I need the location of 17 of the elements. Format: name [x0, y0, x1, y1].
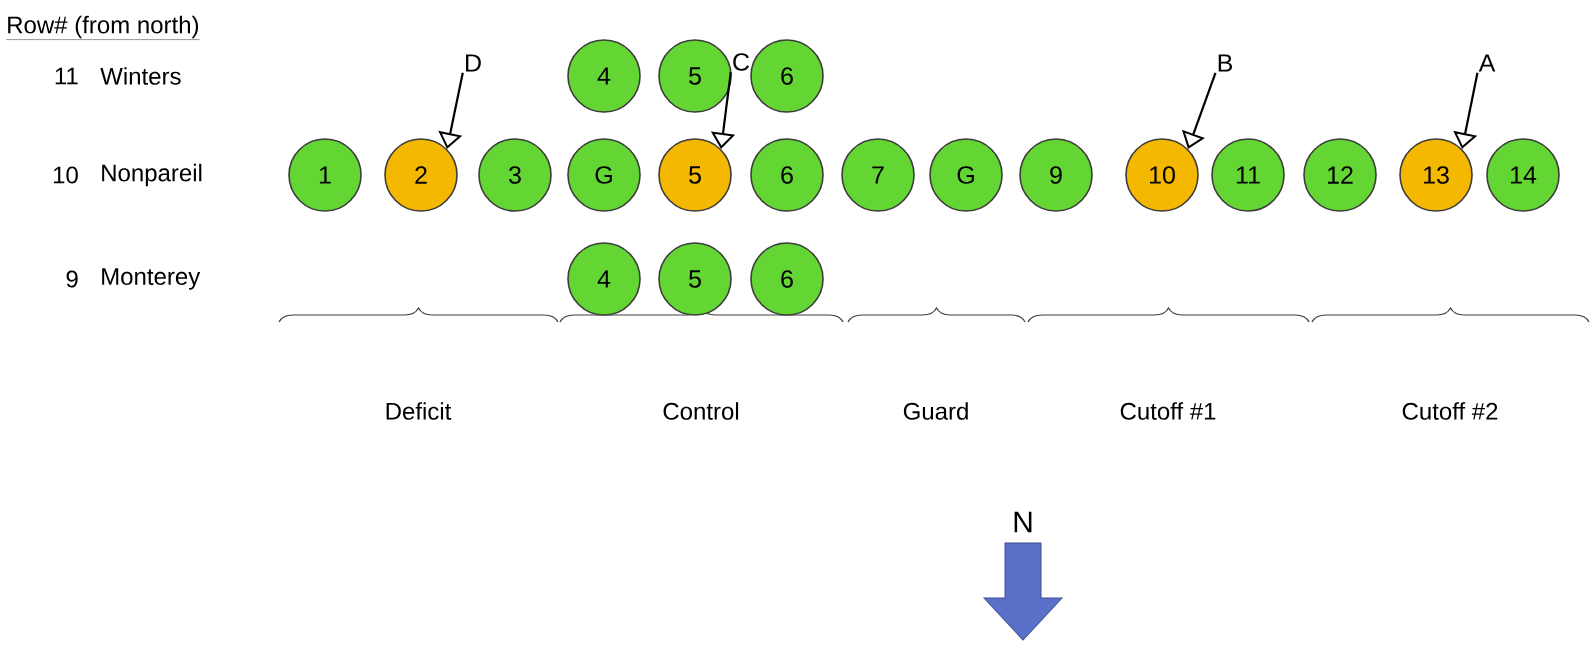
group-label: Guard	[903, 402, 968, 420]
group-label: Cutoff #1	[1120, 402, 1216, 420]
row-name: Monterey	[102, 268, 201, 290]
row-number: 11	[55, 67, 78, 85]
group-label: Control	[663, 402, 739, 420]
marker-letter: D	[466, 54, 481, 72]
row-name: Nonpareil	[102, 163, 202, 187]
marker-letter: C	[733, 53, 750, 71]
group-label: Cutoff #2	[1402, 402, 1498, 420]
group-label: Deficit	[386, 402, 452, 420]
heading: Row# (from north)	[6, 15, 200, 40]
north-label: N	[1014, 511, 1032, 533]
row-number: 9	[66, 270, 78, 288]
row-number: 10	[53, 166, 78, 184]
marker-letter: B	[1218, 54, 1233, 72]
marker-letter: A	[1478, 54, 1496, 72]
row-name: Winters	[100, 67, 181, 85]
